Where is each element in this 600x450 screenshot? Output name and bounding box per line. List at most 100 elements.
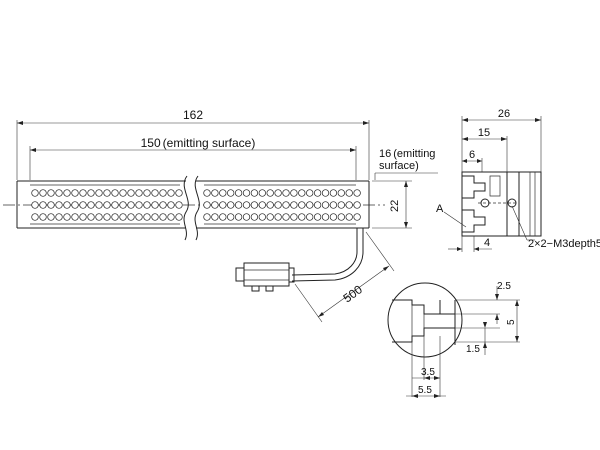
led-dot xyxy=(313,189,322,197)
led-dot xyxy=(127,213,135,221)
led-dot xyxy=(119,189,127,197)
led-dot xyxy=(298,201,306,209)
led-dot xyxy=(31,201,39,209)
led-dot xyxy=(87,201,95,209)
led-dot xyxy=(219,201,227,209)
light-bar-body xyxy=(3,175,385,241)
detail-a-label: A xyxy=(436,203,444,215)
detail-5-text: 5 xyxy=(506,319,517,325)
led-dot xyxy=(306,189,314,197)
led-dot xyxy=(47,189,55,197)
led-dot xyxy=(95,201,103,209)
led-dot xyxy=(290,213,298,221)
dimension-4-text: 4 xyxy=(484,237,490,249)
led-dot xyxy=(203,189,211,197)
led-dot xyxy=(274,189,282,197)
led-dot xyxy=(274,201,282,209)
led-dot xyxy=(227,189,235,197)
led-dot xyxy=(353,189,361,197)
led-dot xyxy=(329,201,338,209)
dimension-500: 500 xyxy=(294,231,395,323)
led-dot xyxy=(135,201,143,209)
led-grid-right xyxy=(203,189,361,221)
led-dot xyxy=(127,201,135,209)
led-dot xyxy=(234,213,243,221)
led-dot xyxy=(219,189,227,197)
dimension-6-text: 6 xyxy=(469,149,475,161)
connector xyxy=(235,262,295,292)
led-dot xyxy=(298,189,306,197)
led-dot xyxy=(290,189,298,197)
led-dot xyxy=(151,201,159,209)
led-dot xyxy=(167,189,175,197)
led-dot xyxy=(79,201,87,209)
led-dot xyxy=(71,213,79,221)
led-dot xyxy=(329,213,338,221)
detail-2-5-text: 2.5 xyxy=(497,281,511,292)
led-dot xyxy=(266,213,274,221)
led-dot xyxy=(103,201,111,209)
led-dot xyxy=(63,201,71,209)
led-dot xyxy=(282,201,290,209)
led-dot xyxy=(329,189,338,197)
led-dot xyxy=(258,189,266,197)
led-dot xyxy=(227,213,235,221)
led-dot xyxy=(282,213,290,221)
dimension-16-label: surface) xyxy=(379,160,419,172)
led-dot xyxy=(242,201,251,209)
led-dot xyxy=(306,213,314,221)
led-dot xyxy=(79,189,87,197)
led-dot xyxy=(167,213,175,221)
led-dot xyxy=(203,201,211,209)
led-dot xyxy=(151,213,159,221)
led-dot xyxy=(47,213,55,221)
led-dot xyxy=(143,201,151,209)
dimension-150-text: 150(emitting surface) xyxy=(141,136,256,150)
led-dot xyxy=(234,189,243,197)
led-dot xyxy=(321,189,330,197)
led-grid-left xyxy=(31,189,183,221)
led-dot xyxy=(242,189,251,197)
led-dot xyxy=(39,213,47,221)
led-dot xyxy=(135,213,143,221)
led-dot xyxy=(39,201,47,209)
led-dot xyxy=(211,201,219,209)
led-dot xyxy=(87,189,95,197)
led-dot xyxy=(321,213,330,221)
led-dot xyxy=(250,189,259,197)
led-dot xyxy=(274,213,282,221)
led-dot xyxy=(159,213,167,221)
led-dot xyxy=(71,201,79,209)
led-dot xyxy=(159,189,167,197)
led-dot xyxy=(234,201,243,209)
led-dot xyxy=(143,189,151,197)
led-dot xyxy=(258,201,266,209)
led-dot xyxy=(211,213,219,221)
led-dot xyxy=(266,201,274,209)
led-dot xyxy=(47,201,55,209)
led-dot xyxy=(313,213,322,221)
dimension-26-text: 26 xyxy=(498,108,510,120)
led-dot xyxy=(242,213,251,221)
led-dot xyxy=(39,189,47,197)
led-dot xyxy=(306,201,314,209)
detail-1-5-text: 1.5 xyxy=(466,344,480,355)
led-dot xyxy=(143,213,151,221)
dimension-15-text: 15 xyxy=(478,127,490,139)
led-dot xyxy=(135,189,143,197)
led-dot xyxy=(111,189,119,197)
led-dot xyxy=(337,213,345,221)
led-dot xyxy=(321,201,330,209)
led-dot xyxy=(55,189,63,197)
led-dot xyxy=(211,189,219,197)
led-dot xyxy=(111,213,119,221)
led-dot xyxy=(103,189,111,197)
dimension-22-text: 22 xyxy=(389,200,401,212)
led-dot xyxy=(219,213,227,221)
led-dot xyxy=(175,201,183,209)
led-dot xyxy=(266,189,274,197)
detail-a: 2.5 5 1.5 3.5 5.5 xyxy=(387,281,520,398)
led-dot xyxy=(298,213,306,221)
led-dot xyxy=(63,213,71,221)
